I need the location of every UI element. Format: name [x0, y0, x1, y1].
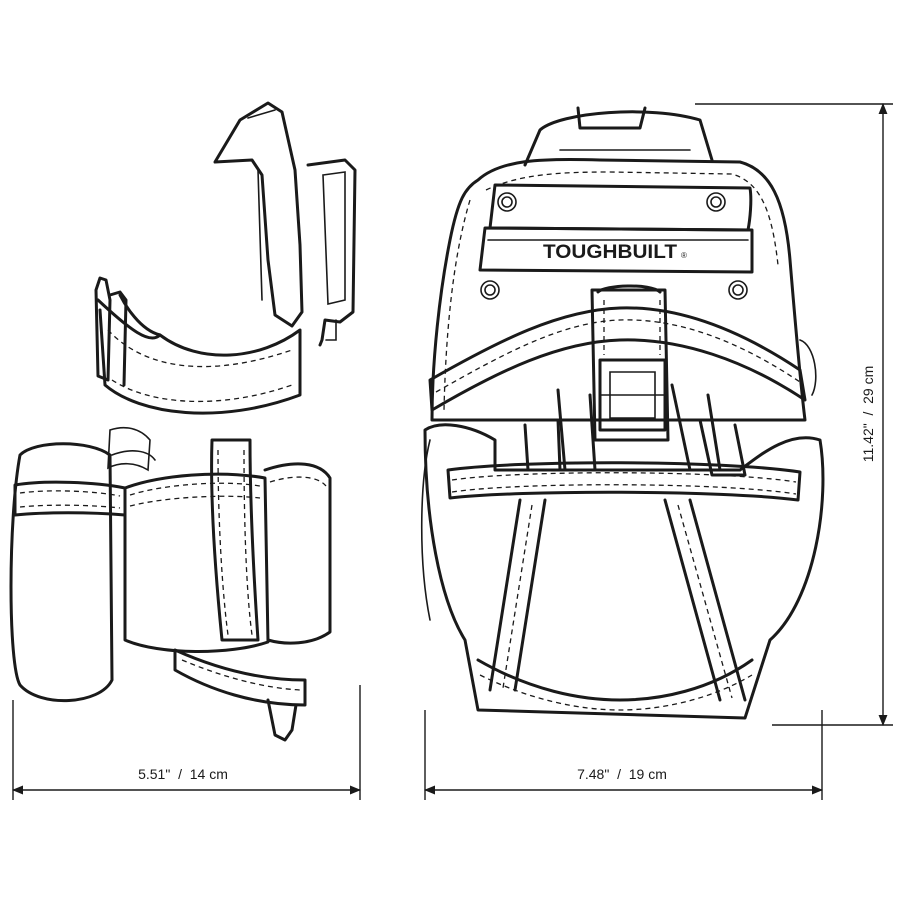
brand-logo-text: TOUGHBUILT: [543, 242, 677, 263]
side-width-label: 5.51" / 14 cm: [138, 766, 228, 782]
front-width-label: 7.48" / 19 cm: [577, 766, 667, 782]
front-height-label: 11.42" / 29 cm: [860, 366, 876, 463]
dimension-side-width: 5.51" / 14 cm: [11, 685, 362, 800]
side-view-icon: [9, 101, 357, 742]
dimension-front-height: 11.42" / 29 cm: [695, 102, 893, 727]
front-view-icon: TOUGHBUILT ®: [420, 106, 825, 720]
registered-mark: ®: [681, 251, 687, 260]
dimension-front-width: 7.48" / 19 cm: [423, 710, 824, 800]
